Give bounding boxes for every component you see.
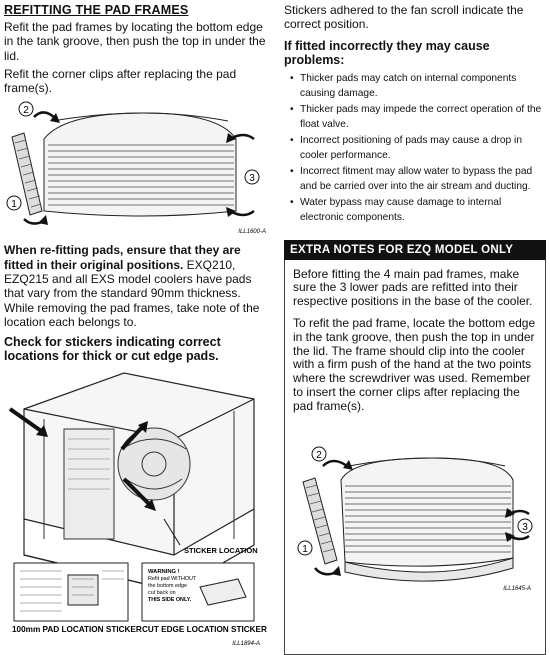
- cut-sticker-line-1: WARNING !: [148, 569, 180, 575]
- fan-scroll-paragraph: Stickers adhered to the fan scroll indic…: [284, 3, 524, 32]
- sticker-location-illustration: STICKER LOCATION WARNING ! Refit pad WIT…: [8, 372, 267, 647]
- figure-label-3: ILL1645-A: [503, 586, 531, 592]
- pad-position-paragraph: When re-fitting pads, ensure that they a…: [4, 243, 272, 329]
- problems-heading: If fitted incorrectly they may cause pro…: [284, 38, 490, 67]
- callout-2: 2: [316, 450, 322, 461]
- callout-3: 3: [249, 173, 255, 184]
- extra-notes-body: Before fitting the 4 main pad frames, ma…: [284, 259, 546, 655]
- list-item: Water bypass may cause damage to interna…: [290, 195, 546, 226]
- extra-notes-paragraph-1: Before fitting the 4 main pad frames, ma…: [293, 266, 533, 309]
- refit-paragraph: Refit the pad frames by locating the bot…: [4, 20, 266, 63]
- list-item: Thicker pads may catch on internal compo…: [290, 71, 546, 102]
- section-heading: REFITTING THE PAD FRAMES: [4, 3, 189, 17]
- callout-1: 1: [302, 544, 308, 555]
- list-item: Incorrect fitment may allow water to byp…: [290, 164, 546, 195]
- extra-notes-paragraph-2: To refit the pad frame, locate the botto…: [293, 315, 536, 413]
- cut-sticker-line-3: the bottom edge: [148, 583, 187, 589]
- check-stickers-heading: Check for stickers indicating correct lo…: [4, 335, 221, 364]
- pad-position-warning: When re-fitting pads, ensure that they a…: [4, 243, 241, 272]
- list-item: Incorrect positioning of pads may cause …: [290, 133, 546, 164]
- corner-clips-paragraph: Refit the corner clips after replacing t…: [4, 66, 237, 96]
- callout-1: 1: [11, 199, 17, 210]
- ezq-pad-frame-illustration: 2 3 1 ILL1645-A: [297, 446, 533, 592]
- callout-2: 2: [23, 105, 29, 116]
- pad-sticker-caption: 100mm PAD LOCATION STICKER: [12, 625, 142, 634]
- figure-label-2: ILL1894-A: [232, 641, 260, 647]
- extra-notes-heading: EXTRA NOTES FOR EZQ MODEL ONLY: [284, 239, 546, 260]
- extra-notes-box: EXTRA NOTES FOR EZQ MODEL ONLY Before fi…: [284, 239, 546, 655]
- list-item: Thicker pads may impede the correct oper…: [290, 102, 546, 133]
- left-column: REFITTING THE PAD FRAMES Refit the pad f…: [4, 0, 272, 651]
- cut-sticker-line-2: Refit pad WITHOUT: [148, 576, 197, 582]
- cut-sticker-line-4: cut back on: [148, 590, 176, 596]
- problems-list: Thicker pads may catch on internal compo…: [284, 71, 546, 226]
- pad-frame-refit-illustration: 2 3 1 ILL1600-A: [6, 101, 266, 235]
- callout-3: 3: [522, 522, 528, 533]
- sticker-location-label: STICKER LOCATION: [184, 546, 258, 555]
- figure-label: ILL1600-A: [238, 229, 266, 235]
- right-column: Stickers adhered to the fan scroll indic…: [284, 0, 546, 655]
- cut-sticker-caption: CUT EDGE LOCATION STICKER: [142, 625, 267, 634]
- cut-sticker-line-5: THIS SIDE ONLY.: [148, 597, 192, 603]
- pad-position-detail: EXQ210, EZQ215 and all EXS model coolers…: [4, 257, 260, 329]
